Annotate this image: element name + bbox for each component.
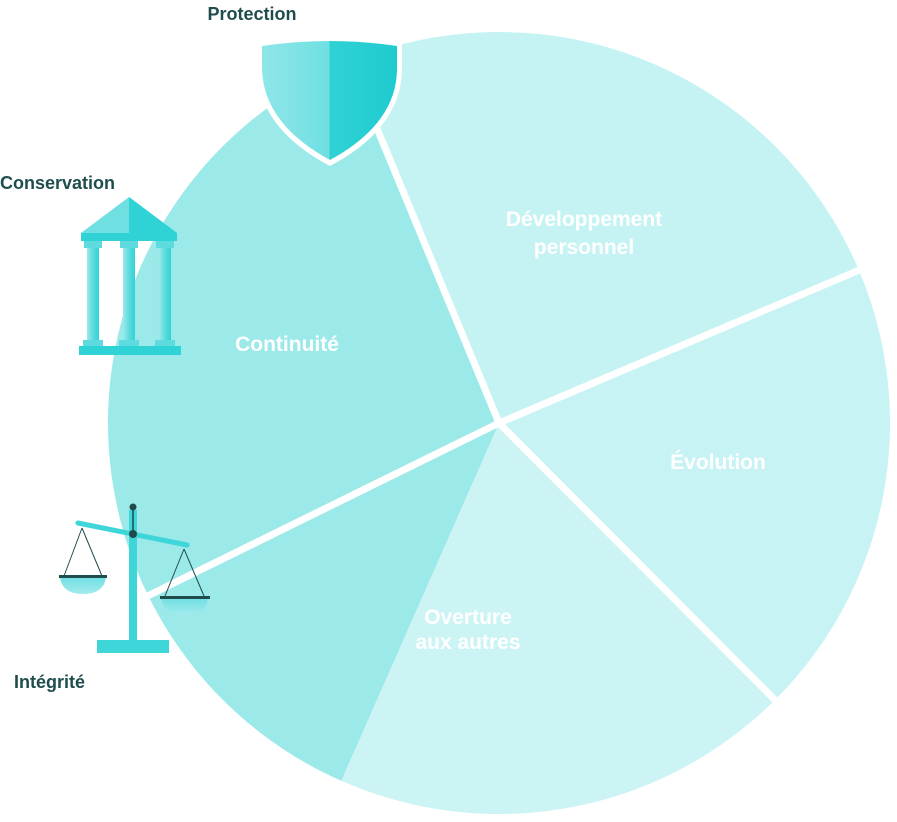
segment-label-ouverture-line2: aux autres (415, 631, 520, 654)
segment-label-evolution: Évolution (670, 451, 766, 474)
segment-label-developpement-line2: personnel (534, 236, 634, 259)
segment-divider (139, 419, 501, 603)
segment-label-continuite: Continuité (235, 333, 339, 356)
shield-icon (257, 36, 402, 166)
segment-developpement (349, 31, 859, 424)
icon-label-protection: Protection (207, 4, 296, 24)
segment-divider (497, 263, 868, 427)
segment-evolution (499, 270, 891, 700)
icon-label-conservation: Conservation (0, 173, 115, 193)
segment-label-ouverture: Overture (424, 606, 512, 629)
segment-divider (496, 420, 783, 708)
segment-label-developpement: Développement (506, 208, 662, 231)
pie-chart (107, 31, 891, 815)
scales-icon (59, 503, 210, 653)
temple-icon (79, 197, 181, 355)
icon-label-integrite: Intégrité (14, 672, 85, 692)
